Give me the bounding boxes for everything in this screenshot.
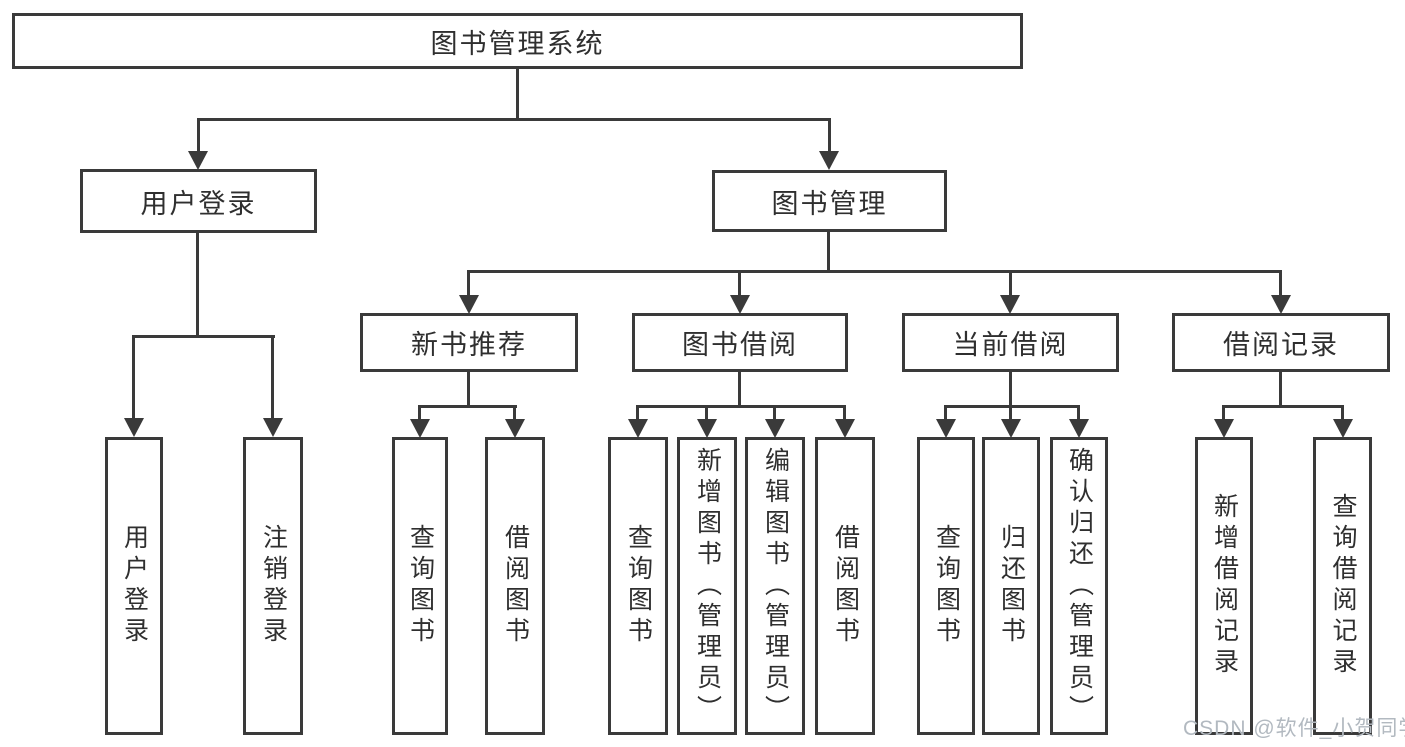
arrow-down-icon [1000,295,1020,314]
leaf-query-books-current: 查询图书 [917,437,975,735]
csdn-watermark: CSDN @软件_小贺同学 [1183,717,1405,740]
connector-drop-leaf [944,405,947,421]
connector-drop-leaf [513,405,516,421]
connector-drop-leaf [1341,405,1344,421]
node-book-borrowing: 图书借阅 [632,313,848,372]
arrow-down-icon [765,419,785,438]
connector-group-rail [419,405,517,408]
connector-drop-current-borrowing [1009,270,1012,296]
arrow-down-icon [819,151,839,170]
connector-root-stub [516,66,519,118]
arrow-down-icon [1333,419,1353,438]
arrow-down-icon [1001,419,1021,438]
connector-group-stub [1279,369,1282,408]
connector-group-stub [738,369,741,408]
leaf-query-borrow-record: 查询借阅记录 [1313,437,1372,735]
leaf-borrow-books-recommend: 借阅图书 [485,437,545,735]
arrow-down-icon [936,419,956,438]
node-book-management: 图书管理 [712,170,947,232]
connector-group-rail [945,405,1080,408]
arrow-down-icon [835,419,855,438]
connector-group-rail [1223,405,1344,408]
node-library-management-system: 图书管理系统 [12,13,1023,69]
connector-drop-borrowing-records [1279,270,1282,296]
connector-user-login-stub [196,230,199,336]
leaf-logout: 注销登录 [243,437,303,735]
connector-drop-leaf [843,405,846,421]
arrow-down-icon [697,419,717,438]
connector-drop-user-login [197,118,200,152]
node-user-login: 用户登录 [80,169,317,233]
connector-user-login-rail [133,335,275,338]
connector-drop-leaf [132,335,135,419]
connector-drop-book-management [828,118,831,152]
arrow-down-icon [1271,295,1291,314]
connector-drop-leaf [1009,405,1012,421]
leaf-query-books-recommend: 查询图书 [392,437,448,735]
arrow-down-icon [263,418,283,437]
connector-drop-book-borrowing [738,270,741,296]
connector-book-management-stub [827,229,830,273]
leaf-add-borrow-record: 新增借阅记录 [1195,437,1253,735]
connector-group-stub [467,369,470,408]
connector-drop-leaf [636,405,639,421]
arrow-down-icon [1214,419,1234,438]
connector-drop-leaf [1077,405,1080,421]
arrow-down-icon [730,295,750,314]
arrow-down-icon [628,419,648,438]
connector-group-rail [637,405,846,408]
connector-drop-new-book [467,270,470,296]
leaf-borrow-books: 借阅图书 [815,437,875,735]
connector-group-stub [1009,369,1012,408]
connector-drop-leaf [271,335,274,419]
leaf-return-books: 归还图书 [982,437,1040,735]
connector-l2-l3-rail [467,270,1282,273]
leaf-user-login: 用户登录 [105,437,163,735]
leaf-confirm-return-admin: 确认归还（管理员） [1050,437,1108,735]
connector-drop-leaf [773,405,776,421]
connector-l1-l2-rail [197,118,831,121]
arrow-down-icon [459,295,479,314]
arrow-down-icon [1069,419,1089,438]
arrow-down-icon [188,151,208,170]
leaf-add-books-admin: 新增图书（管理员） [677,437,737,735]
connector-drop-leaf [705,405,708,421]
leaf-edit-books-admin: 编辑图书（管理员） [745,437,805,735]
node-current-borrowing: 当前借阅 [902,313,1119,372]
node-new-book-recommend: 新书推荐 [360,313,578,372]
node-borrowing-records: 借阅记录 [1172,313,1390,372]
arrow-down-icon [124,418,144,437]
connector-drop-leaf [1222,405,1225,421]
arrow-down-icon [410,419,430,438]
arrow-down-icon [505,419,525,438]
leaf-query-books-borrowing: 查询图书 [608,437,668,735]
connector-drop-leaf [418,405,421,421]
